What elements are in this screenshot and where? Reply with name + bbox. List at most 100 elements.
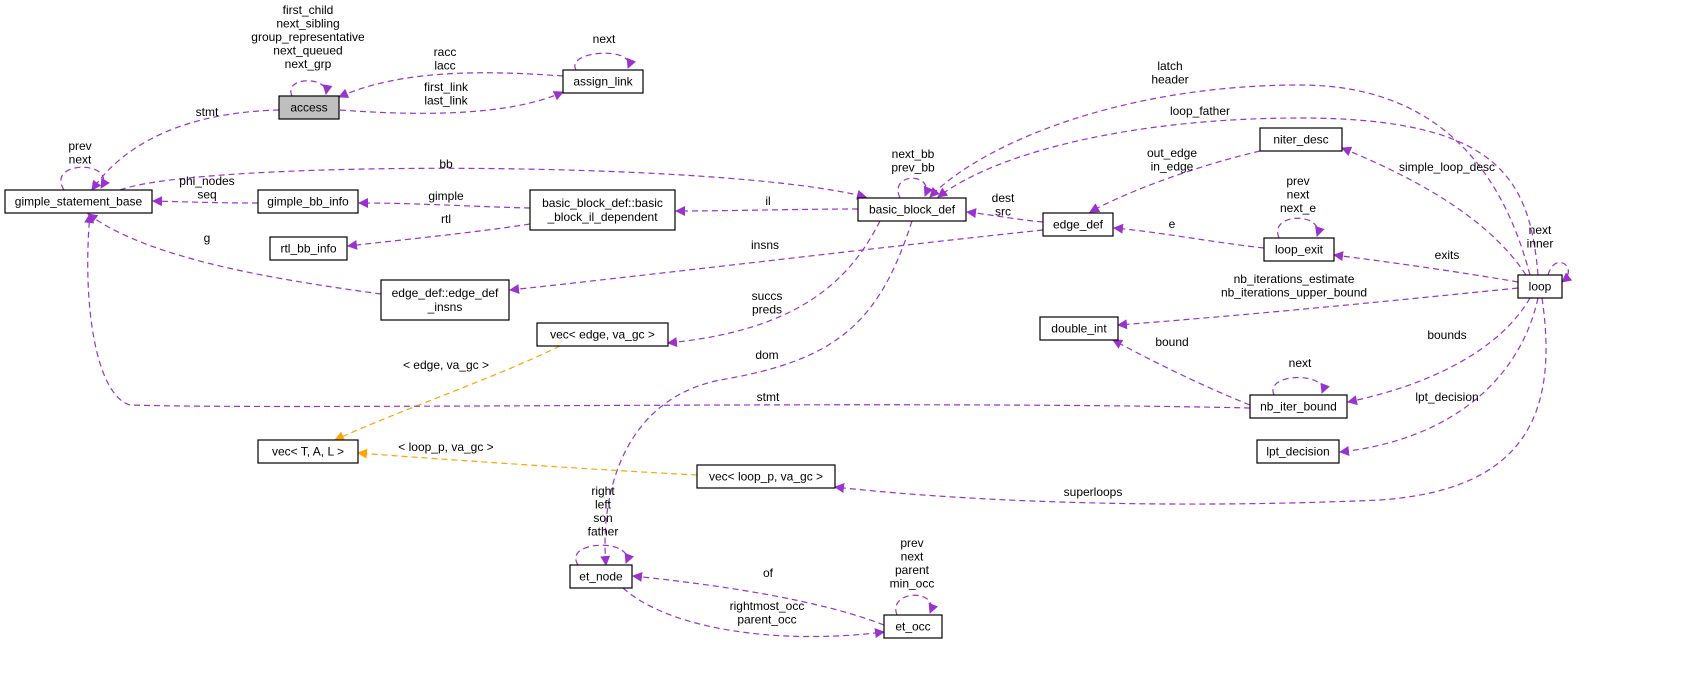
edge-line [966,208,1044,223]
node-lpt-decision[interactable]: lpt_decision [1256,439,1340,464]
edge-line [574,52,637,71]
node-box[interactable] [857,197,967,222]
node-label: basic_block_def::basic_block_il_dependen… [542,196,663,224]
edge-label-line: next [901,550,924,564]
node-basic-block-def[interactable]: basic_block_def [857,197,967,222]
node-edge-def-insns[interactable]: edge_def::edge_def_insns [380,279,510,321]
edge-label: of [763,566,774,580]
edge-label-line: rtl [441,212,451,226]
node-label-line: assign_link [573,75,633,89]
edge-label-line: last_link [424,94,468,108]
node-et-occ[interactable]: et_occ [883,614,943,639]
node-label-line: vec< edge, va_gc > [550,328,655,342]
node-assign-link[interactable]: assign_link [562,69,644,94]
node-box[interactable] [569,564,633,589]
edge-label-line: e [1169,217,1176,231]
node-box[interactable] [1042,212,1114,237]
node-bbd-il[interactable]: basic_block_def::basic_block_il_dependen… [529,189,676,231]
edge-label-line: succs [752,289,783,303]
node-box[interactable] [1259,127,1343,152]
edge-label-line: il [765,194,770,208]
edge-label-line: bb [439,157,453,171]
node-label-line: vec< T, A, L > [272,445,344,459]
edge-line [834,297,1547,505]
node-box[interactable] [536,322,669,347]
edge-line [1333,251,1519,283]
edge-il-to-rtl: rtl [347,212,531,250]
node-niter-desc[interactable]: niter_desc [1259,127,1343,152]
node-label-line: lpt_decision [1266,445,1329,459]
edge-label-line: preds [752,303,782,317]
node-label-line: double_int [1051,322,1107,336]
node-label-line: niter_desc [1273,133,1328,147]
node-label: vec< edge, va_gc > [550,328,655,342]
node-vec-edge[interactable]: vec< edge, va_gc > [536,322,669,347]
edge-line [897,177,934,199]
node-box[interactable] [696,464,836,489]
node-box[interactable] [380,279,510,321]
node-access[interactable]: access [278,95,340,120]
edge-line [338,72,564,98]
node-loop-exit[interactable]: loop_exit [1263,237,1335,262]
edge-line [357,448,698,476]
edge-label-line: header [1151,73,1188,87]
edge-label-line: simple_loop_desc [1399,160,1495,174]
node-box[interactable] [278,95,340,120]
node-label-line: _block_il_dependent [546,210,658,224]
node-et-node[interactable]: et_node [569,564,633,589]
edge-line [1276,217,1325,239]
edge-label-line: nb_iterations_estimate [1234,272,1355,286]
node-box[interactable] [529,189,676,231]
node-gimple-bb-info[interactable]: gimple_bb_info [257,189,359,214]
edge-line [1117,287,1519,330]
node-rtl-bb-info[interactable]: rtl_bb_info [269,236,348,261]
edge-line [334,345,561,441]
node-box[interactable] [4,189,153,214]
node-label-line: nb_iter_bound [1260,400,1337,414]
edge-loop-to-exit: exits [1333,248,1519,283]
node-loop[interactable]: loop [1517,274,1563,299]
edge-label-line: stmt [196,105,219,119]
node-box[interactable] [257,439,359,464]
node-nb-iter-bound[interactable]: nb_iter_bound [1249,394,1348,419]
node-label: loop_exit [1275,243,1324,257]
edge-label-line: rightmost_occ [730,599,805,613]
edge-label-line: nb_iterations_upper_bound [1221,286,1367,300]
node-box[interactable] [562,69,644,94]
node-label-line: gimple_bb_info [267,195,349,209]
edge-label-line: latch [1157,59,1182,73]
node-box[interactable] [1263,237,1335,262]
node-label: rtl_bb_info [280,242,336,256]
node-edge-def[interactable]: edge_def [1042,212,1114,237]
edge-line [290,80,333,97]
edge-label-line: bound [1155,335,1188,349]
node-gimple-statement-base[interactable]: gimple_statement_base [4,189,153,214]
node-box[interactable] [1517,274,1563,299]
node-label-line: et_occ [895,620,930,634]
edge-label-line: left [595,498,612,512]
edge-line [575,544,634,566]
node-vec-tal[interactable]: vec< T, A, L > [257,439,359,464]
edge-bb-to-il: il [675,194,859,216]
node-box[interactable] [883,614,943,639]
node-box[interactable] [1256,439,1340,464]
edge-label: < edge, va_gc > [403,358,489,372]
edge-edge-to-insns: insns [509,229,1044,295]
node-box[interactable] [1249,394,1348,419]
node-box[interactable] [1039,316,1119,341]
node-box[interactable] [269,236,348,261]
node-vec-loop[interactable]: vec< loop_p, va_gc > [696,464,836,489]
node-double-int[interactable]: double_int [1039,316,1119,341]
node-box[interactable] [257,189,359,214]
node-label: gimple_bb_info [267,195,349,209]
